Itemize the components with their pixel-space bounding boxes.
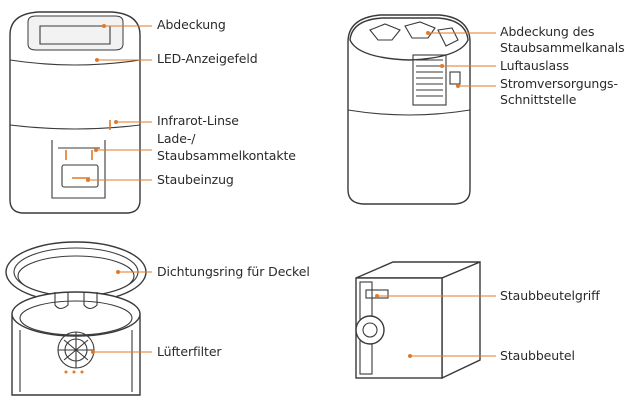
label-strom-line2: Schnittstelle [500, 92, 577, 107]
label-abdeckung: Abdeckung [157, 17, 226, 32]
label-strom-line1: Stromversorgungs- [500, 76, 618, 91]
station-open-illustration [5, 241, 147, 396]
label-infrarot-linse: Infrarot-Linse [157, 113, 239, 128]
label-luftauslass: Luftauslass [500, 58, 569, 73]
label-abdeckung-kanal-line1: Abdeckung des [500, 24, 595, 39]
station-rear-illustration [347, 14, 471, 205]
dust-bag-illustration [355, 260, 481, 380]
station-front-illustration [9, 11, 141, 214]
label-abdeckung-kanal-line2: Staubsammelkanals [500, 40, 625, 55]
label-staubbeutel: Staubbeutel [500, 348, 575, 363]
label-kontakte-line2: Staubsammelkontakte [157, 148, 296, 163]
label-dichtungsring: Dichtungsring für Deckel [157, 264, 310, 279]
label-kontakte-line1: Lade-/ [157, 131, 196, 146]
label-staubeinzug: Staubeinzug [157, 172, 234, 187]
label-led-anzeigefeld: LED-Anzeigefeld [157, 51, 258, 66]
label-staubbeutelgriff: Staubbeutelgriff [500, 288, 600, 303]
leader-lines [88, 25, 496, 357]
label-luefterfilter: Lüfterfilter [157, 344, 222, 359]
